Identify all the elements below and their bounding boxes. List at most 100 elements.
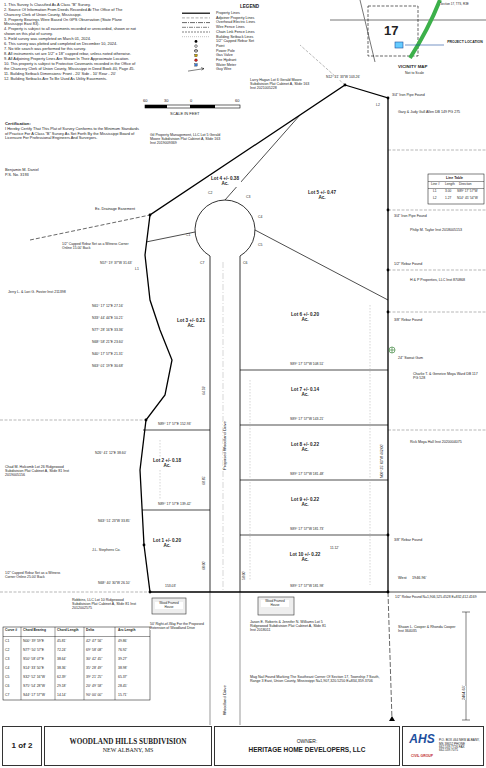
scale-label: 60 <box>235 99 239 104</box>
scale-bar <box>145 105 240 108</box>
corner-note: Mag Nail Found Marking The Southeast Cor… <box>250 675 385 683</box>
adjoiner-label: Rick Moya Hall Inst 2020004075 <box>410 440 480 444</box>
adjoiner-label: Charlie T. & Geneive Moya Ward DB 117 PG… <box>413 372 483 380</box>
legend-text: Fire Hydrant <box>216 58 236 62</box>
bearing-distance: N26° 41' 12"E 38.60' <box>95 452 126 456</box>
survey-note: 6. This survey was plotted and completed… <box>4 42 140 46</box>
survey-note: 10. This property is subject to Protecti… <box>4 62 140 71</box>
lot-label: Lot 3 +/- 0.21 Ac. <box>174 318 208 329</box>
curve-table-cell: 62.39' <box>57 676 66 680</box>
adjoiner-label: Larry Hagan Lot 6 Gerald Moore Subdivisi… <box>250 78 310 90</box>
bearing-distance: N61° 17' 12"E 27.16' <box>92 305 123 309</box>
legend-sample <box>195 59 198 62</box>
curve-callout: C6 <box>243 262 247 266</box>
line-table-cell: Direction <box>459 183 472 187</box>
bearing-distance: S89° 17' 57"W 108.51' <box>290 363 324 367</box>
legend-text: Overhead Electric Lines <box>216 20 255 24</box>
vicinity-label: Not to Scale <box>405 71 424 75</box>
line-table-cell: S89° 17' 57"W <box>457 190 478 194</box>
road-right-of-way <box>195 200 255 592</box>
legend-text: Property Lines <box>216 11 240 15</box>
legend-text: Guy Wire <box>216 67 231 71</box>
house <box>258 597 294 615</box>
curve-callout: L1 <box>135 268 139 272</box>
curve-table-cell: 90° 00' 00" <box>86 694 102 698</box>
title-text: OWNER: <box>297 739 318 745</box>
certification-text: Certification: <box>5 122 140 127</box>
curve-table-cell: 29.18' <box>57 685 66 689</box>
survey-note: 8. All instruments set are 1/2" x 18" ca… <box>4 52 140 56</box>
survey-note: 5. Field survey was completed on March 0… <box>4 37 140 41</box>
survey-note: 12. Building Setbacks Are To Be Used As … <box>4 77 140 81</box>
setback-line <box>160 305 370 585</box>
curve-table-cell: 15.71' <box>118 694 127 698</box>
curve-table-cell: Chord Bearing <box>23 629 46 633</box>
vicinity-label: PROJECT LOCATION <box>446 40 484 44</box>
adjoiner-label: Gary & Judy Gull Allen DB 149 PG 275 <box>398 110 470 114</box>
corner-note: 1/2" Rebar Found N=1,906,525.4528 E=832,… <box>395 596 481 600</box>
bearing-distance: N33° 44' 44"E 10.21' <box>92 317 123 321</box>
title-text: NEW ALBANY, MS <box>103 747 154 754</box>
curve-table-cell: C2 <box>5 649 9 653</box>
certification-text: I Hereby Certify That This Plat of Surve… <box>5 127 140 140</box>
bearing-distance: N12° 41' 33"W 103.26' <box>326 76 360 80</box>
property-boundary <box>140 85 388 592</box>
line-table-cell: Line # <box>431 183 440 187</box>
legend-sample <box>182 27 210 28</box>
legend-sample <box>195 40 198 43</box>
line-table-cell: N14° 45' 54"W <box>457 197 478 201</box>
title-text: HERITAGE HOME DEVELOPERS, LLC <box>249 746 366 753</box>
line-table-cell: L2 <box>433 197 437 201</box>
legend-sample <box>182 36 210 37</box>
road-label: Ex. Drainage Easement <box>95 207 135 211</box>
firm-logo-box: AHSCIVIL GROUPP.O. BOX 464 NEW ALBANY, M… <box>402 726 484 766</box>
sheet-number: 1 of 2 <box>2 726 42 766</box>
legend-sample <box>182 13 210 14</box>
tie-line <box>388 592 392 720</box>
bearing-distance: N40° 17' 57"E 21.31' <box>92 353 123 357</box>
legend-text: Point <box>216 44 224 48</box>
bearing-distance: 58.00' <box>243 571 247 580</box>
monument-label: 1/2" Rebar Found <box>394 262 422 266</box>
legend-sample <box>182 17 210 18</box>
mag-nail <box>389 716 395 721</box>
curve-table-cell: 39° 21' 25" <box>86 676 102 680</box>
monument-label: 3/4" Iron Pipe Found <box>394 214 427 218</box>
legend-sample <box>188 68 204 72</box>
line-table-cell: Length <box>445 183 455 187</box>
lot-label: Lot 7 +/- 0.14 Ac. <box>288 387 322 398</box>
vicinity-label: Section 17, T7S, R3E <box>440 3 484 6</box>
drainage-easement <box>30 215 150 240</box>
curve-table-grid <box>3 627 150 700</box>
lot-label: Lot 2 +/- 0.18 Ac. <box>150 458 184 469</box>
bearing-distance: N68° 40' 30"W 26.10' <box>98 582 130 586</box>
line-table-rule <box>428 182 484 189</box>
road-label: 50' Right-of-Way For the Proposed Extens… <box>150 622 205 630</box>
legend-text: Power Pole <box>216 49 235 53</box>
curve-table-cell: C5 <box>5 676 9 680</box>
adjoiner-label: Gil Property Management, LLC Lot 5 Geral… <box>150 133 222 145</box>
adjoiner-label: H & P Properties, LLC Inst 870868 <box>410 278 480 282</box>
lot-label: Lot 10 +/- 0.22 Ac. <box>288 552 322 563</box>
owner-box: OWNER:HERITAGE HOME DEVELOPERS, LLC <box>214 726 400 766</box>
section-box <box>368 6 418 56</box>
survey-note: 7. No title search was performed for thi… <box>4 47 140 51</box>
curve-table-cell: 14.14' <box>57 694 66 698</box>
bearing-distance: 60.00' <box>203 561 207 570</box>
bearing-distance: 11.12' <box>330 547 339 551</box>
legend-sample <box>195 49 198 52</box>
title-text: P.O. BOX 464 NEW ALBANY, MS 38652 PHONE … <box>439 739 481 753</box>
house-label: Wood Framed House <box>155 602 183 609</box>
legend-sample <box>194 50 198 51</box>
curve-table-cell: 28.45' <box>118 685 127 689</box>
scale-label: SCALE IN FEET <box>170 112 200 117</box>
adjoiner-label: Philip M. Taylor Inst 2018005153 <box>410 228 480 232</box>
curve-callout: L2 <box>376 104 380 108</box>
corner-note: 1946.96' <box>412 576 426 580</box>
lot-line <box>142 115 388 535</box>
bearing-distance: S89° 17' 57"W 181.98' <box>290 585 324 589</box>
bearing-distance: S89° 17' 57"W 181.48' <box>290 473 324 477</box>
curve-table-cell: Curve # <box>5 629 17 633</box>
